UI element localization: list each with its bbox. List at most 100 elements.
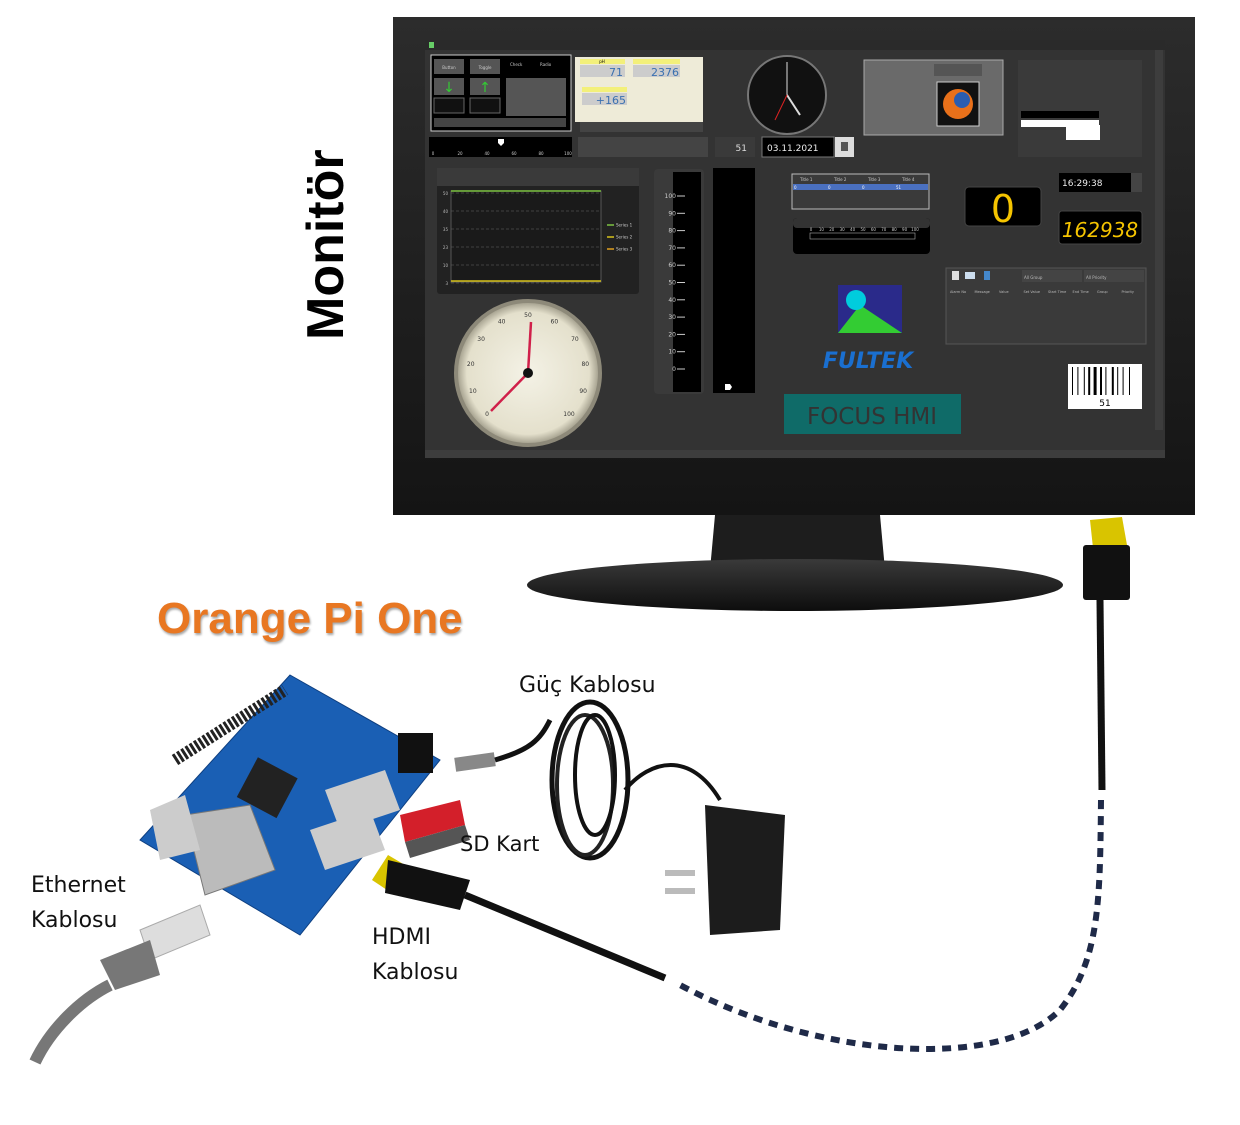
radio-button[interactable]: Radio (540, 62, 552, 67)
svg-text:51: 51 (1099, 399, 1110, 409)
linear-tick-label: 50 (668, 280, 676, 287)
arrow-down-icon: ↓ (443, 80, 455, 96)
arrow-down-button[interactable] (434, 78, 464, 95)
alarm-column-header: Alarm No (950, 290, 966, 294)
table-cell: 0 (828, 185, 831, 190)
table-cell: 51 (896, 185, 902, 190)
y-tick-label: 10 (443, 263, 449, 268)
linear-tick-label: 100 (665, 193, 677, 200)
power-adapter (454, 699, 785, 935)
focus-hmi-button[interactable] (784, 394, 961, 434)
svg-text:16:29:38: 16:29:38 (1062, 179, 1103, 189)
power-cable-label: Güç Kablosu (519, 673, 656, 698)
slider-tick-label: 80 (538, 151, 544, 156)
gauge-tick-label: 100 (563, 411, 575, 418)
svg-text:Toggle: Toggle (478, 65, 492, 70)
linear-tick-label: 80 (668, 228, 676, 235)
table-header: Title 3 (867, 177, 881, 182)
linear-tick-label: 30 (668, 314, 676, 321)
barcode-bar (1111, 367, 1114, 395)
check-box[interactable]: Check (510, 62, 523, 67)
ethernet-port (184, 804, 276, 896)
time-input[interactable] (1059, 173, 1131, 192)
counter-3: +165 (596, 94, 626, 107)
button-2[interactable] (433, 97, 465, 114)
slider-thumb[interactable] (498, 139, 504, 146)
svg-text:pH: pH (599, 59, 605, 64)
group-filter-dropdown[interactable] (1022, 270, 1082, 282)
legend-entry: Series 3 (616, 247, 633, 252)
export-icon[interactable] (984, 271, 990, 280)
ruler-tick-label: 90 (902, 227, 908, 232)
vertical-slider[interactable] (713, 168, 755, 393)
ph-counter: 71 (609, 66, 623, 79)
svg-text:03.11.2021: 03.11.2021 (767, 144, 819, 154)
linear-tick-label: 10 (668, 349, 676, 356)
list-icon[interactable] (965, 272, 975, 279)
chart-toolbar[interactable] (437, 168, 639, 186)
hdmi-cable-label: HDMI Kablosu (372, 925, 459, 985)
numeric-input[interactable] (715, 137, 755, 157)
barcode-bar (1129, 367, 1130, 395)
counter-panel: pH 71 2376 +165 (575, 57, 703, 132)
image-panel (863, 59, 1004, 136)
barcode-bar (1077, 367, 1079, 395)
svg-text:162938: 162938 (1062, 218, 1138, 242)
ruler-tick-label: 20 (829, 227, 835, 232)
slider-tick-label: 60 (511, 151, 517, 156)
monitor-base (527, 559, 1063, 611)
y-tick-label: 3 (445, 281, 448, 286)
time-spinner[interactable] (1131, 173, 1142, 192)
toggle-button-2[interactable] (469, 97, 501, 114)
toggle-button[interactable] (470, 59, 500, 74)
gauge-pointer (490, 372, 529, 412)
gauge-tick-label: 50 (524, 312, 532, 319)
date-picker[interactable] (761, 136, 835, 158)
button[interactable] (434, 59, 464, 74)
gauge-tick-label: 90 (579, 388, 587, 395)
svg-text:Button: Button (442, 65, 456, 70)
linear-tick-label: 70 (668, 245, 676, 252)
linear-tick-label: 60 (668, 262, 676, 269)
ruler-tick-label: 50 (860, 227, 866, 232)
clipboard-icon[interactable] (952, 271, 959, 280)
linear-tick-label: 0 (672, 366, 676, 373)
alarm-column-header: End Time (1073, 290, 1089, 294)
barcode-bar (1072, 367, 1073, 395)
ruler-tick-label: 40 (850, 227, 856, 232)
svg-text:FOCUS HMI: FOCUS HMI (807, 404, 937, 430)
slider-tick-label: 40 (484, 151, 490, 156)
svg-text:All Group: All Group (1024, 275, 1043, 280)
ruler-tick-label: 100 (911, 227, 919, 232)
scrollbar[interactable] (1155, 50, 1163, 430)
arrow-up-button[interactable] (470, 78, 500, 95)
sd-card (400, 800, 470, 858)
h3-chip (236, 757, 298, 819)
arrow-up-icon: ↑ (479, 80, 491, 96)
table-header: Title 2 (833, 177, 847, 182)
table-cell: 0 (794, 185, 797, 190)
barcode-bar (1122, 367, 1124, 395)
ruler-tick-label: 80 (892, 227, 898, 232)
svg-text:All Priority: All Priority (1086, 275, 1107, 280)
gauge-tick-label: 60 (551, 318, 559, 325)
ruler-tick-label: 60 (871, 227, 877, 232)
power-jack (398, 733, 433, 773)
barcode-bar (1088, 367, 1091, 395)
sd-card-label: SD Kart (460, 832, 540, 856)
linear-tick-label: 40 (668, 297, 676, 304)
combo-box[interactable] (934, 64, 982, 76)
barcode-bar (1117, 367, 1119, 395)
barcode-bar (1100, 367, 1102, 395)
priority-filter-dropdown[interactable] (1084, 270, 1144, 282)
monitor-neck (710, 515, 885, 570)
barcode-bar (1083, 367, 1085, 395)
svg-text:0: 0 (991, 187, 1015, 231)
